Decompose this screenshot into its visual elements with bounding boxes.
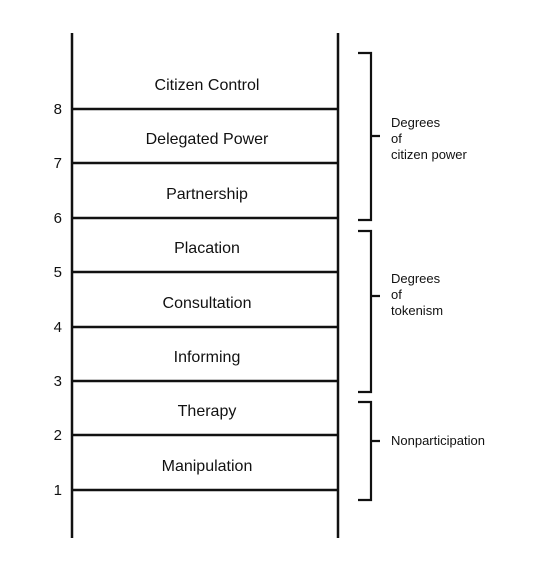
rung-number-5: 5 [54,264,62,281]
rung-number-7: 7 [54,155,62,172]
rung-number-8: 8 [54,101,62,118]
group-label-tokenism: Degrees of tokenism [391,271,444,318]
rung-label-consultation: Consultation [163,295,252,312]
bracket-citizen-power [358,51,380,222]
group-label-citizen-power-line-1: Degrees [391,115,441,130]
rung-label-delegated-power: Delegated Power [146,131,269,148]
bracket-nonparticipation [358,400,380,502]
rung-label-informing: Informing [174,349,241,366]
group-label-citizen-power-line-3: citizen power [391,147,468,162]
group-label-nonparticipation: Nonparticipation [391,433,485,448]
rung-label-therapy: Therapy [178,403,237,420]
group-label-tokenism-line-2: of [391,287,402,302]
bracket-tokenism [358,229,380,394]
group-label-citizen-power: Degrees of citizen power [391,115,468,162]
rung-number-3: 3 [54,373,62,390]
rung-number-4: 4 [54,319,62,336]
rung-label-partnership: Partnership [166,186,248,203]
rung-label-citizen-control: Citizen Control [155,77,260,94]
rung-number-2: 2 [54,427,62,444]
rung-label-placation: Placation [174,240,240,257]
rung-number-1: 1 [54,482,62,499]
rung-label-manipulation: Manipulation [162,458,253,475]
group-label-tokenism-line-3: tokenism [391,303,443,318]
rung-number-6: 6 [54,210,62,227]
group-label-citizen-power-line-2: of [391,131,402,146]
group-label-tokenism-line-1: Degrees [391,271,441,286]
